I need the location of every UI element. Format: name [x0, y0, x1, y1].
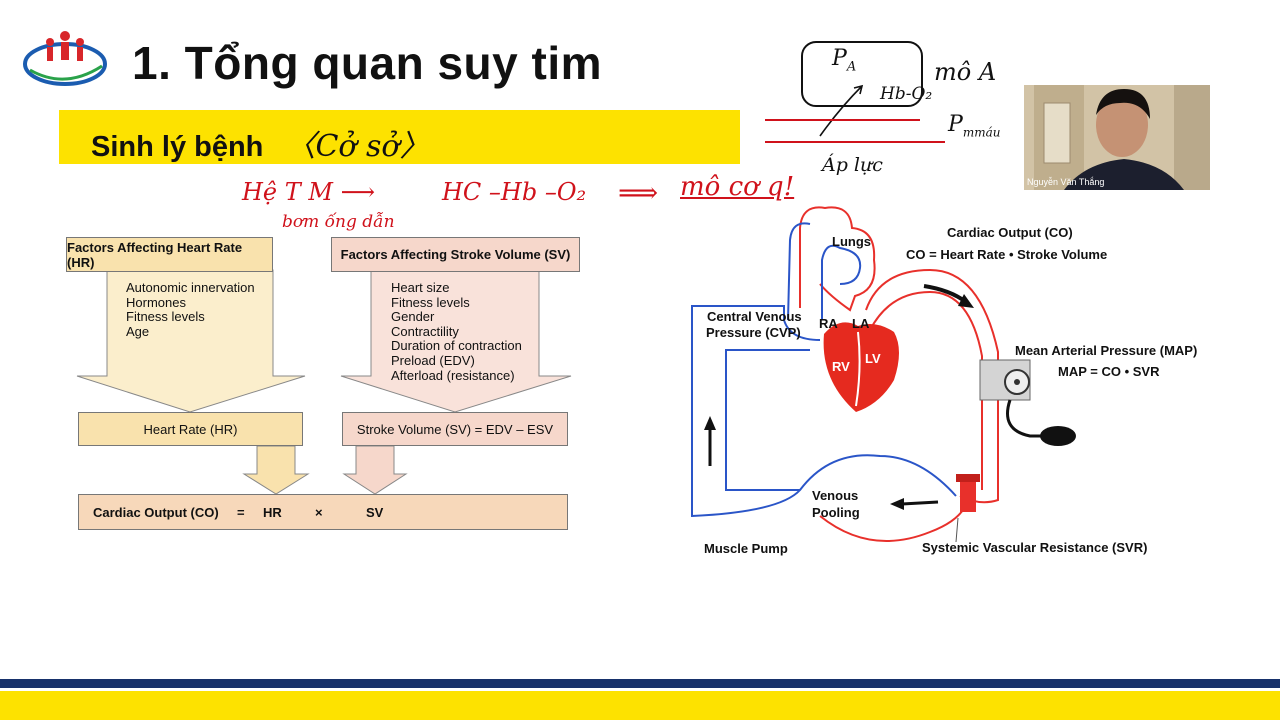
- handwriting-arrow: ⟹: [618, 176, 659, 209]
- cvp-label-2: Pressure (CVP): [706, 325, 801, 340]
- cvp-label-1: Central Venous: [707, 309, 802, 324]
- lv-label: LV: [865, 351, 881, 366]
- co-title: Cardiac Output (CO): [947, 225, 1073, 240]
- ap-luc-label: Áp lực: [822, 154, 883, 176]
- co-hr: HR: [263, 504, 282, 520]
- section-banner: [59, 110, 740, 164]
- handwriting-hc-hb-o2: HC –Hb –O₂: [442, 178, 587, 206]
- vessel-lines: [765, 119, 945, 143]
- hr-factor-item: Autonomic innervation: [126, 280, 255, 295]
- sv-factor-item: Fitness levels: [391, 294, 470, 310]
- rv-label: RV: [832, 359, 850, 374]
- venous-label-1: Venous: [812, 488, 859, 503]
- co-label: Cardiac Output (CO): [93, 504, 219, 520]
- co-sv: SV: [366, 504, 384, 520]
- ra-label: RA: [819, 316, 838, 331]
- webcam-video[interactable]: [1024, 85, 1210, 190]
- slide-title: 1. Tổng quan suy tim: [132, 37, 603, 89]
- map-formula: MAP = CO • SVR: [1058, 364, 1160, 379]
- co-formula: CO = Heart Rate • Stroke Volume: [906, 247, 1108, 262]
- co-times: ×: [315, 504, 323, 520]
- footer-yellow-bar: [0, 691, 1280, 720]
- hr-factor-item: Fitness levels: [126, 309, 205, 325]
- flowchart-arrows: [76, 269, 572, 495]
- sv-factors-header: Factors Affecting Stroke Volume (SV): [331, 237, 580, 272]
- svr-label: Systemic Vascular Resistance (SVR): [922, 540, 1148, 555]
- map-title: Mean Arterial Pressure (MAP): [1015, 343, 1198, 358]
- hr-result-box: Heart Rate (HR): [78, 412, 303, 446]
- circulation-diagram: [691, 206, 1076, 543]
- sv-factor-item: Contractility: [391, 323, 459, 339]
- hr-factors-header: Factors Affecting Heart Rate (HR): [66, 237, 273, 272]
- co-equals: =: [237, 504, 245, 520]
- hr-factors-list: Autonomic innervation Hormones Fitness l…: [126, 280, 255, 339]
- cardiac-output-box: Cardiac Output (CO) = HR × SV: [78, 494, 568, 530]
- pa-label: PA: [832, 46, 857, 75]
- logo-icon: [22, 26, 108, 88]
- lungs-label: Lungs: [832, 234, 871, 249]
- banner-title: Sinh lý bệnh 〈Cở sở〉: [91, 129, 430, 164]
- sv-factors-list: Heart size Fitness levels Gender Contrac…: [391, 280, 522, 383]
- pa-box: [801, 41, 923, 137]
- footer-blue-bar: [0, 679, 1280, 688]
- p-mau-label: Pmmáu: [948, 112, 1001, 140]
- muscle-pump-label: Muscle Pump: [704, 541, 788, 556]
- venous-label-2: Pooling: [812, 505, 860, 520]
- handwriting-he-tm: Hệ T M ⟶: [242, 178, 376, 206]
- handwriting-bom-ong-dan: bơm ống dẫn: [282, 212, 395, 232]
- hb-o2-label: Hb-O₂: [880, 84, 933, 104]
- banner-handwriting: 〈Cở sở〉: [285, 129, 430, 164]
- sv-factor-item: Afterload (resistance): [391, 367, 515, 383]
- hr-factor-item: Hormones: [126, 294, 186, 310]
- sv-factor-item: Heart size: [391, 280, 450, 295]
- sv-result-box: Stroke Volume (SV) = EDV – ESV: [342, 412, 568, 446]
- sv-factor-item: Duration of contraction: [391, 338, 522, 354]
- mo-a-label: mô A: [934, 58, 997, 86]
- webcam-name: Nguyễn Văn Thắng: [1027, 177, 1105, 187]
- hr-factor-item: Age: [126, 323, 150, 339]
- la-label: LA: [852, 316, 870, 331]
- handwriting-mo-co: mô cơ q!: [680, 172, 795, 202]
- sv-factor-item: Preload (EDV): [391, 352, 475, 368]
- sv-factor-item: Gender: [391, 309, 435, 325]
